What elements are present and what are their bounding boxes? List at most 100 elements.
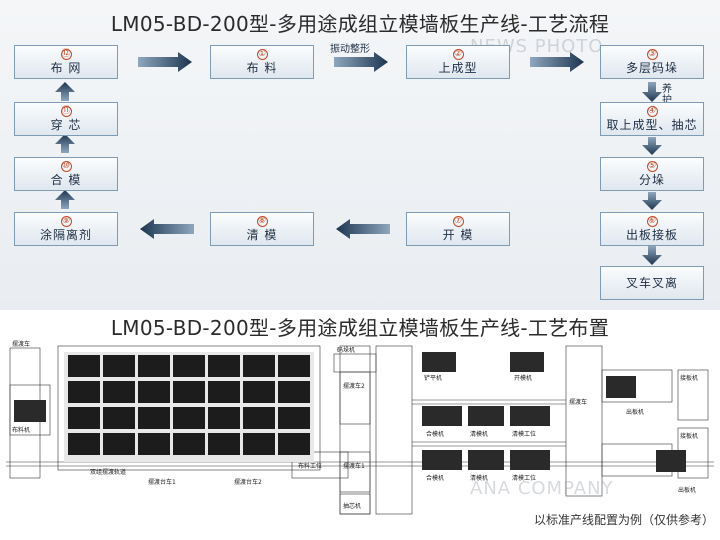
layout-flat-machine-block — [422, 352, 456, 372]
layout-mold-field — [57, 345, 321, 471]
step-label: 出板接板 — [625, 227, 678, 242]
layout-label: 清模工位 — [512, 474, 536, 482]
layout-left-feeder-block — [14, 400, 46, 422]
step-number: ⑫ — [60, 48, 72, 60]
arrow-7-to-8 — [336, 219, 390, 239]
layout-label: 清模机 — [470, 474, 488, 482]
layout-mold-cell — [278, 381, 310, 403]
layout-right-receive-1 — [601, 369, 673, 403]
step-label: 上成型 — [438, 60, 478, 75]
step-number: ⑥ — [646, 215, 658, 227]
arrow-8-to-9 — [140, 219, 194, 239]
layout-mold-cell — [173, 433, 205, 455]
step-number: ⑪ — [60, 105, 72, 117]
step-clean-mold: ⑧ 清 模 — [210, 212, 314, 246]
step-thread-core: ⑪ 穿 芯 — [14, 102, 118, 136]
step-label: 开 模 — [442, 227, 474, 242]
arrow-9-to-10 — [55, 190, 75, 209]
step-label: 取上成型、抽芯 — [606, 117, 698, 132]
layout-ferry-car1 — [339, 451, 371, 493]
step-number: ⑤ — [646, 160, 658, 172]
arrow-3-to-4 — [642, 82, 662, 102]
layout-transfer-column — [375, 345, 413, 515]
step-label: 布 料 — [246, 60, 278, 75]
plant-layout-drawing: 摆渡车 布料机 双组摆渡轨道 摆渡台车1 摆渡台车2 码垛机 摆渡车2 摆渡车1… — [6, 340, 714, 515]
step-number: ① — [256, 48, 268, 60]
layout-mold-cell — [103, 407, 135, 429]
arrow-2-to-3 — [530, 52, 584, 72]
layout-label: 清模工位 — [512, 430, 536, 438]
layout-label: 开模机 — [514, 374, 532, 382]
layout-label: 接板机 — [680, 432, 698, 440]
arrow-4-to-5 — [642, 137, 662, 155]
layout-mold-cell — [173, 355, 205, 377]
step-close-mold: ⑩ 合 模 — [14, 157, 118, 191]
layout-label: 摆渡车1 — [343, 462, 365, 470]
layout-label: 抽芯机 — [343, 502, 361, 510]
arrow-5-to-6 — [642, 192, 662, 210]
layout-mold-cell — [103, 355, 135, 377]
step-label: 分垛 — [638, 172, 665, 187]
layout-mold-cell — [103, 433, 135, 455]
step-label: 多层码垛 — [625, 60, 678, 75]
step-multi-stack: ③ 多层码垛 — [600, 45, 704, 79]
layout-mold-cell — [68, 355, 100, 377]
step-number: ② — [452, 48, 464, 60]
step-label: 清 模 — [246, 227, 278, 242]
layout-core-puller — [339, 493, 371, 515]
layout-label: 码垛机 — [337, 346, 355, 354]
layout-merge-mold-1-block — [422, 406, 462, 426]
layout-clean-mold-2-block — [468, 450, 504, 470]
step-number: ④ — [646, 105, 658, 117]
layout-mold-cell — [138, 355, 170, 377]
layout-right-out-1 — [677, 369, 709, 421]
layout-label: 清模机 — [470, 430, 488, 438]
layout-ferry-car2 — [339, 371, 371, 425]
layout-mold-cell — [243, 407, 275, 429]
step-label: 穿 芯 — [50, 117, 82, 132]
layout-label: 摆渡车 — [12, 340, 30, 348]
step-remove-upper-core: ④ 取上成型、抽芯 — [600, 102, 704, 136]
layout-mold-cell — [173, 407, 205, 429]
step-number: ③ — [646, 48, 658, 60]
layout-receive-2-block — [656, 450, 686, 472]
layout-mold-cell — [243, 381, 275, 403]
layout-mold-cell — [68, 407, 100, 429]
step-number: ⑦ — [452, 215, 464, 227]
layout-mold-cell — [243, 355, 275, 377]
vibrate-label: 振动整形 — [330, 44, 370, 55]
layout-label: 接板机 — [680, 374, 698, 382]
layout-right-ferry — [565, 345, 603, 497]
process-title: LM05-BD-200型-多用途成组立模墙板生产线-工艺流程 — [110, 12, 610, 36]
step-number: ⑧ — [256, 215, 268, 227]
step-label: 叉车叉离 — [625, 276, 678, 290]
step-label: 合 模 — [50, 172, 82, 187]
layout-label: 双组摆渡轨道 — [90, 468, 126, 476]
layout-mold-cell — [208, 407, 240, 429]
layout-label: 合模机 — [426, 474, 444, 482]
layout-merge-mold-2-block — [422, 450, 462, 470]
layout-left-feeder — [9, 384, 51, 436]
layout-mold-cell — [138, 381, 170, 403]
arrow-11-to-12 — [55, 82, 75, 101]
layout-label: 摆渡车 — [569, 398, 587, 406]
layout-clean-station-2-block — [510, 450, 550, 470]
maintain-label: 养护 — [662, 84, 672, 106]
layout-label: 合模机 — [426, 430, 444, 438]
step-lay-material: ① 布 料 — [210, 45, 314, 79]
arrow-12-to-1 — [138, 52, 192, 72]
arrow-6-to-fork — [642, 246, 662, 265]
layout-mold-cell — [278, 407, 310, 429]
step-forklift-remove: 叉车叉离 — [600, 266, 704, 300]
layout-mold-blocks — [64, 352, 314, 462]
step-label: 涂隔离剂 — [39, 227, 92, 242]
layout-ferry-car-column — [339, 345, 371, 515]
layout-clean-mold-1-block — [468, 406, 504, 426]
flow-arrows — [55, 52, 662, 265]
layout-label: 摆渡台车1 — [148, 478, 176, 486]
layout-label: 布料工位 — [298, 462, 322, 470]
step-apply-release-agent: ⑨ 涂隔离剂 — [14, 212, 118, 246]
layout-mold-cell — [208, 433, 240, 455]
arrow-1-to-2 — [334, 52, 388, 72]
